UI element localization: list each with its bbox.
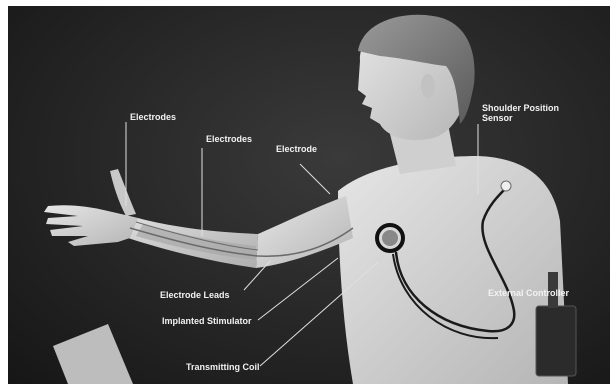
upper-arm [256, 196, 353, 268]
label-electrode-upper: Electrode [276, 144, 317, 154]
inset-illustration [53, 324, 133, 384]
label-electrodes-hand: Electrodes [130, 112, 176, 122]
label-implanted-stimulator: Implanted Stimulator [162, 316, 252, 326]
thumb [110, 169, 136, 216]
illustration-panel: Electrodes Electrodes Electrode Shoulder… [8, 6, 610, 384]
external-controller [536, 306, 576, 376]
shoulder-sensor [501, 181, 511, 191]
ear [421, 74, 435, 98]
label-external-controller: External Controller [488, 288, 569, 298]
label-electrode-leads: Electrode Leads [160, 290, 230, 300]
anatomical-illustration [8, 6, 610, 384]
label-transmitting-coil: Transmitting Coil [186, 362, 260, 372]
torso [338, 156, 568, 384]
label-electrodes-forearm: Electrodes [206, 134, 252, 144]
label-shoulder-sensor: Shoulder Position Sensor [482, 103, 562, 123]
